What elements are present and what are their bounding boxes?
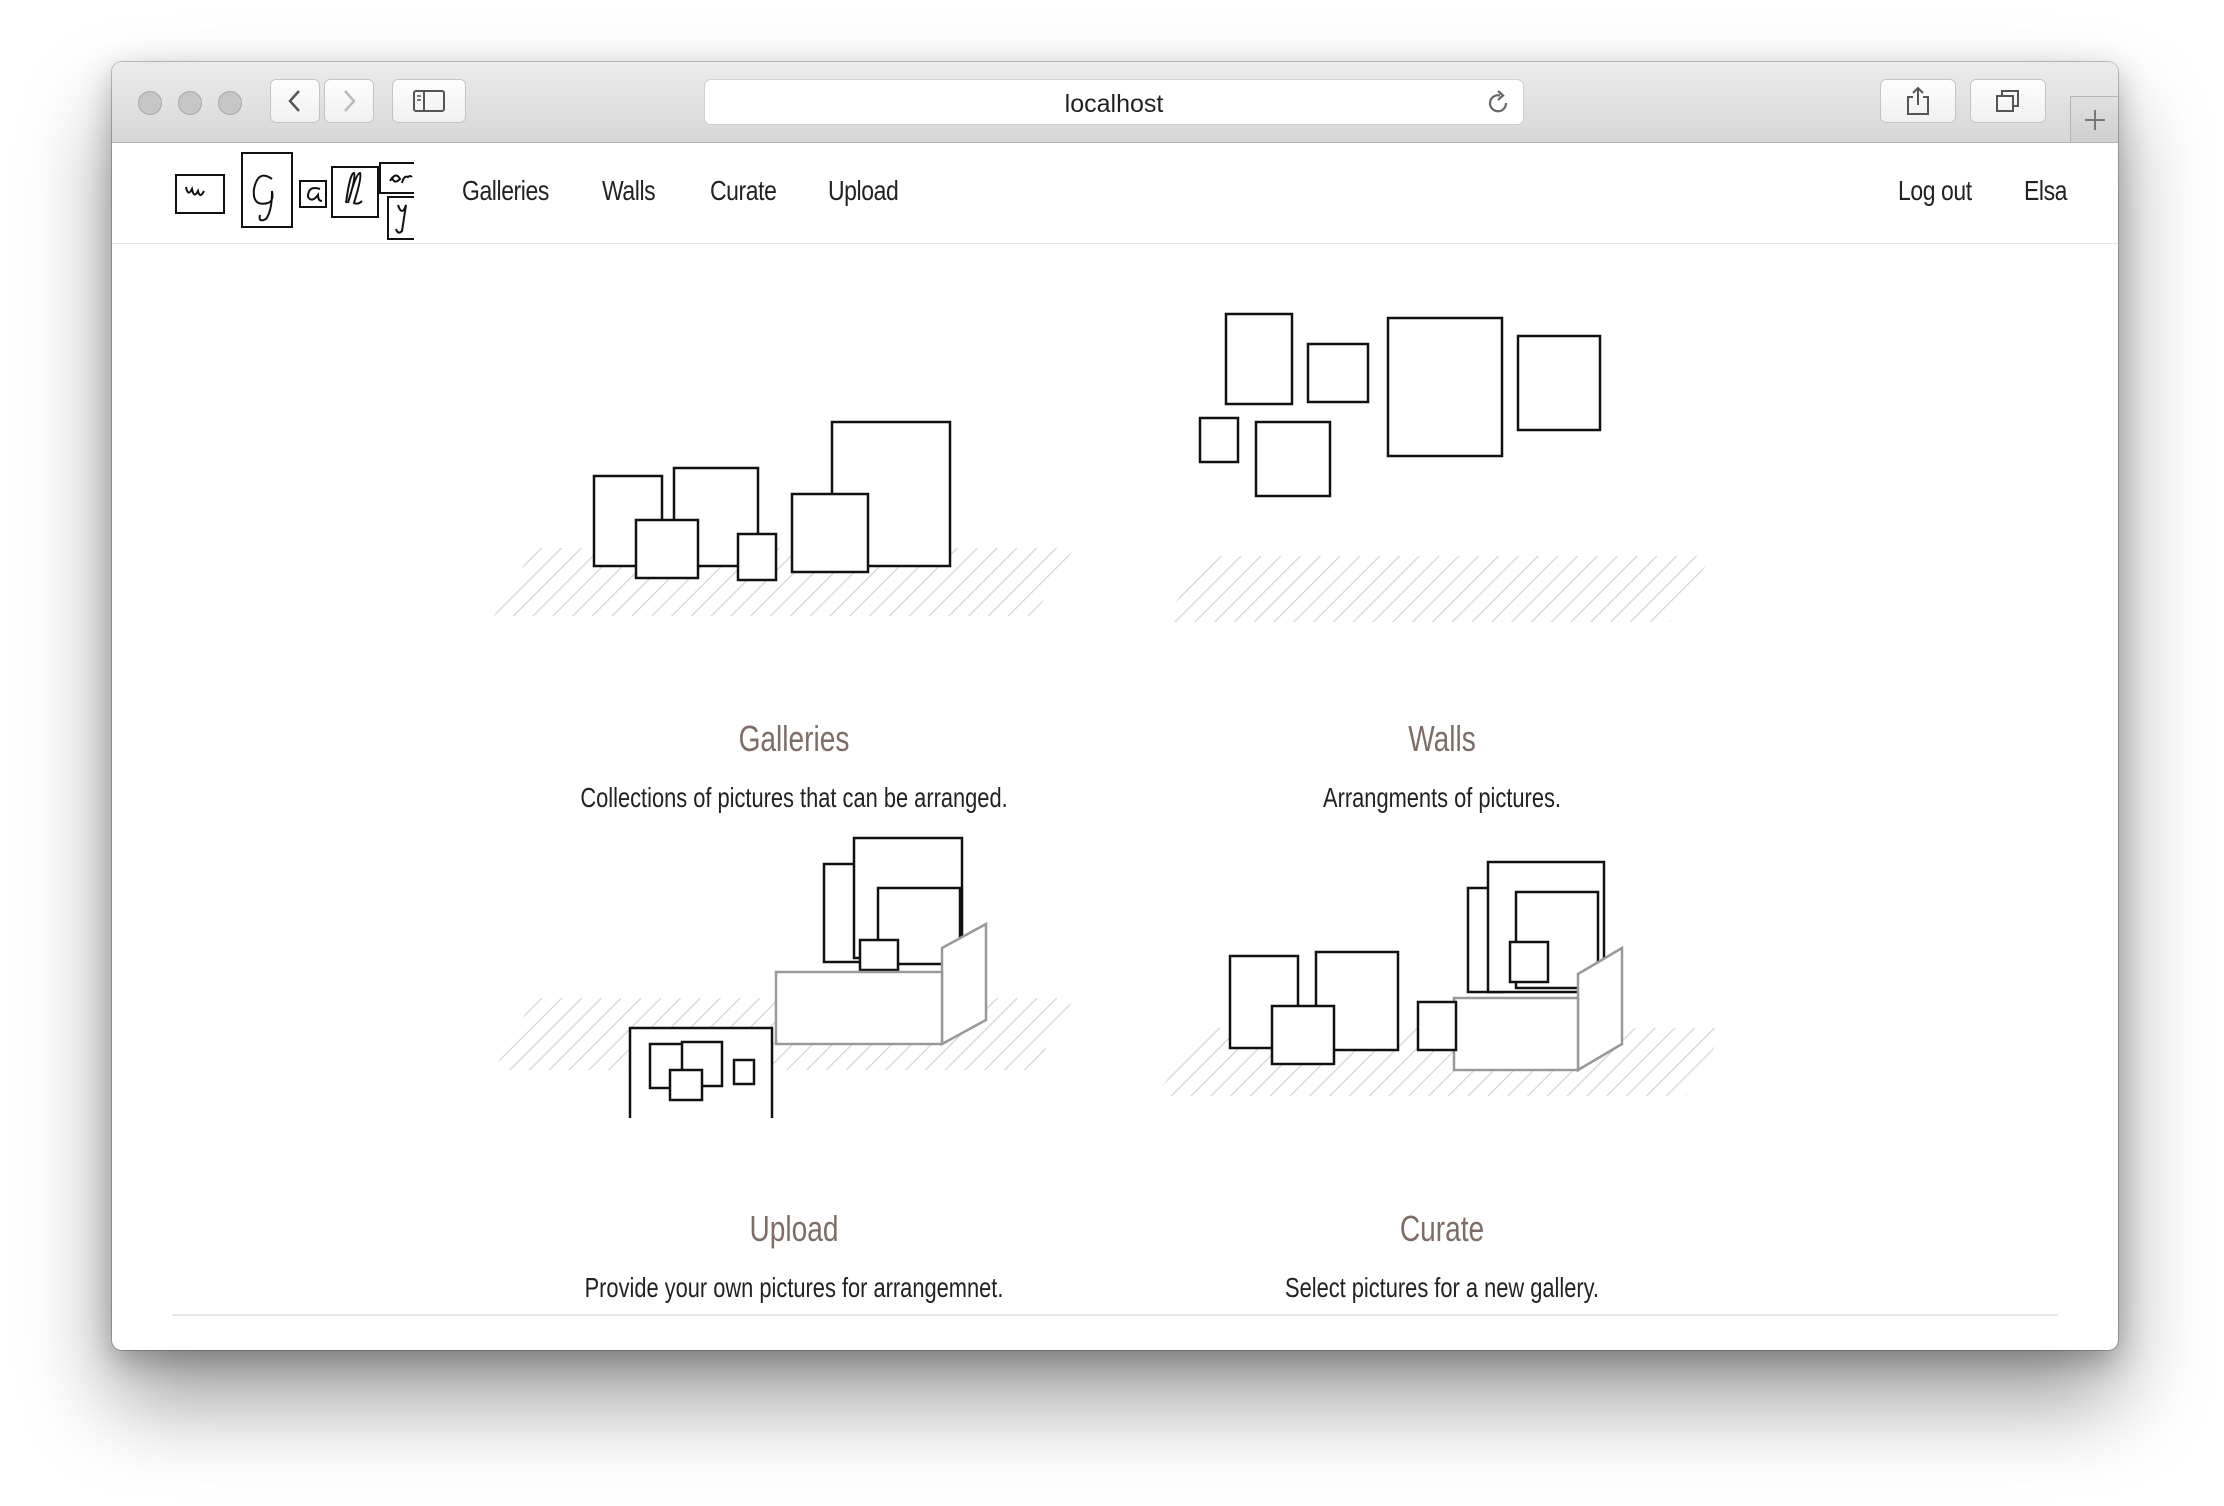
tile-title[interactable]: Walls	[1408, 718, 1476, 759]
tabs-icon	[1996, 90, 2019, 112]
site-navbar: Galleries Walls Curate Upload Log out El…	[112, 143, 2118, 244]
tile-description: Provide your own pictures for arrangemne…	[584, 1272, 1004, 1303]
forward-button[interactable]	[324, 79, 374, 123]
tile-title[interactable]: Upload	[749, 1208, 839, 1249]
tile-upload[interactable]: Upload Provide your own pictures for arr…	[474, 788, 1114, 1328]
nav-link-galleries[interactable]: Galleries	[462, 175, 549, 206]
address-bar[interactable]: localhost	[704, 79, 1524, 125]
walls-illustration	[1162, 312, 1712, 622]
site-logo[interactable]	[174, 149, 414, 241]
reload-icon[interactable]	[1485, 89, 1511, 117]
tile-description: Collections of pictures that can be arra…	[580, 782, 1008, 813]
nav-link-upload[interactable]: Upload	[828, 175, 899, 206]
sidebar-button[interactable]	[392, 79, 466, 123]
nav-link-walls[interactable]: Walls	[602, 175, 656, 206]
tile-description: Select pictures for a new gallery.	[1285, 1272, 1599, 1303]
browser-toolbar: localhost	[112, 62, 2118, 143]
user-menu-elsa[interactable]: Elsa	[2024, 175, 2068, 206]
tile-title[interactable]: Galleries	[738, 718, 850, 759]
back-icon	[288, 90, 300, 112]
curate-illustration	[1156, 860, 1726, 1096]
new-tab-icon	[2084, 109, 2105, 130]
tile-walls[interactable]: Walls Arrangments of pictures.	[1122, 298, 1762, 838]
tile-description: Arrangments of pictures.	[1323, 782, 1561, 813]
tile-title[interactable]: Curate	[1399, 1208, 1485, 1249]
share-icon	[1907, 86, 1929, 115]
close-window-button[interactable]	[138, 91, 162, 115]
minimize-window-button[interactable]	[178, 91, 202, 115]
nav-link-curate[interactable]: Curate	[710, 175, 777, 206]
log-out-link[interactable]: Log out	[1898, 175, 1972, 206]
share-button[interactable]	[1880, 79, 1956, 123]
browser-window: localhost	[112, 62, 2118, 1350]
sidebar-icon	[413, 90, 445, 112]
forward-icon	[344, 90, 356, 112]
tabs-button[interactable]	[1970, 79, 2046, 123]
footer-divider	[172, 1314, 2058, 1316]
new-tab-button[interactable]	[2070, 96, 2118, 142]
zoom-window-button[interactable]	[218, 91, 242, 115]
tile-galleries[interactable]: Galleries Collections of pictures that c…	[474, 298, 1114, 838]
url-text: localhost	[1064, 90, 1164, 118]
tile-curate[interactable]: Curate Select pictures for a new gallery…	[1122, 788, 1762, 1328]
upload-illustration	[494, 836, 1074, 1118]
galleries-illustration	[494, 420, 1074, 616]
back-button[interactable]	[270, 79, 320, 123]
